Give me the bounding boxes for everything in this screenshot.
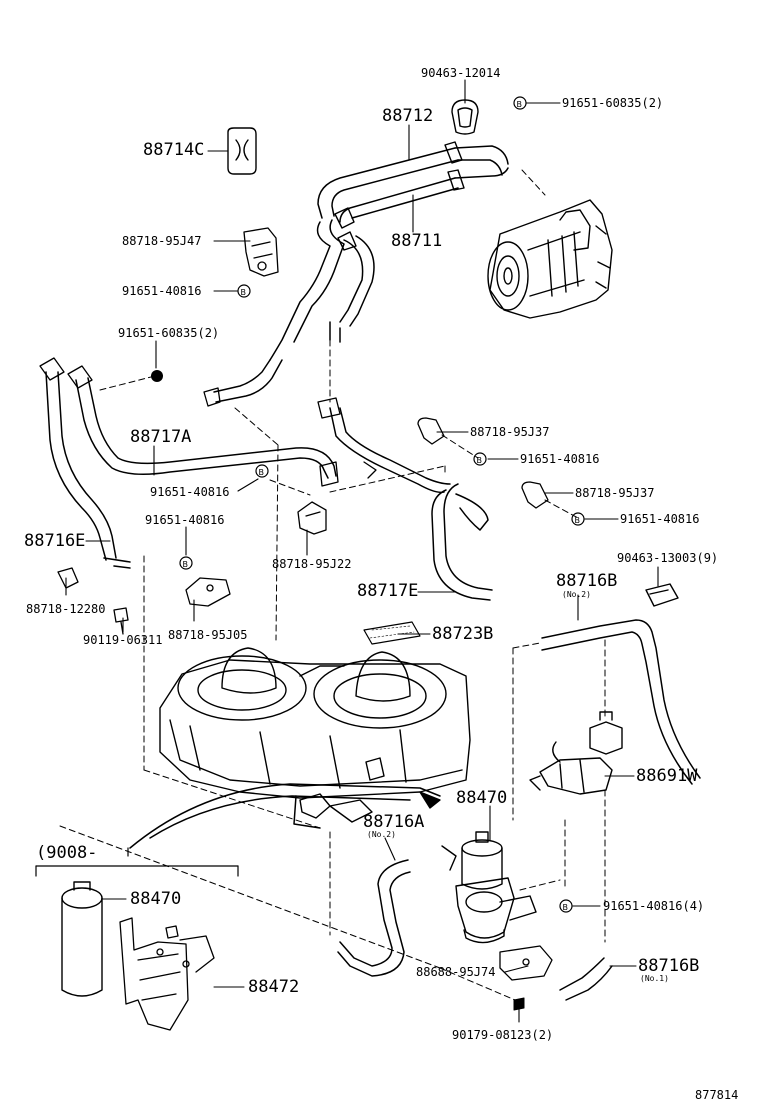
svg-text:B: B: [517, 100, 523, 109]
label-91651-40816-a: 91651-40816: [122, 284, 202, 298]
svg-text:B: B: [259, 468, 265, 477]
leader-lines: [65, 79, 659, 1023]
label-88714C: 88714C: [143, 140, 205, 160]
label-88718-95J05: 88718-95J05: [168, 628, 248, 642]
svg-text:B: B: [241, 288, 247, 297]
label-88716A-sub: (No.2): [367, 830, 396, 839]
label-91651-40816-d: 91651-40816: [620, 512, 700, 526]
label-88716B-top-sub: (No.2): [562, 590, 591, 599]
label-88718-95J37-b: 88718-95J37: [575, 486, 655, 500]
svg-text:B: B: [183, 560, 189, 569]
label-90463-12014: 90463-12014: [421, 66, 501, 80]
label-88711: 88711: [391, 231, 443, 251]
svg-text:B: B: [477, 456, 483, 465]
grommet-88714C: [227, 127, 257, 175]
label-9008: (9008-: [36, 843, 98, 863]
label-91651-40816-b: 91651-40816: [520, 452, 600, 466]
label-88718-95J22: 88718-95J22: [272, 557, 352, 571]
label-88688-95J74: 88688-95J74: [416, 965, 496, 979]
label-88718-95J37-a: 88718-95J37: [470, 425, 550, 439]
label-90179-08123-2: 90179-08123(2): [452, 1028, 554, 1042]
label-88691W: 88691W: [636, 766, 698, 786]
label-91651-40816-c: 91651-40816: [150, 485, 230, 499]
vsv-88470: [441, 831, 537, 944]
label-88723B: 88723B: [432, 624, 494, 644]
bracket-88688-95J74: [499, 945, 553, 981]
label-88716B-bot-sub: (No.1): [640, 974, 669, 983]
compressor-icon: [487, 199, 613, 319]
label-91651-40816-e: 91651-40816: [145, 513, 225, 527]
label-88718-95J47: 88718-95J47: [122, 234, 202, 248]
pad-88723B: [363, 621, 421, 645]
clamp-icon: [334, 99, 679, 607]
label-88712: 88712: [382, 106, 434, 126]
label-88470-center: 88470: [456, 788, 508, 808]
label-90463-13003-9: 90463-13003(9): [617, 551, 719, 565]
dashed-reference-lines: [59, 169, 606, 1001]
label-88716B-bot: 88716B: [638, 956, 700, 976]
label-88472: 88472: [248, 977, 300, 997]
inset-bracket: [35, 847, 239, 877]
label-88717E: 88717E: [357, 581, 419, 601]
label-91651-60835-2-top: 91651-60835(2): [562, 96, 664, 110]
label-88718-12280: 88718-12280: [26, 602, 106, 616]
label-88470-left: 88470: [130, 889, 182, 909]
bracket-88718-95J47: [243, 227, 279, 277]
tank-assembly: [159, 647, 471, 823]
label-88717A: 88717A: [130, 427, 192, 447]
B-circle-icon: B B B B B B B: [179, 96, 585, 913]
small-brackets: [39, 357, 549, 635]
label-88716E: 88716E: [24, 531, 86, 551]
nut-91651-60835: [151, 370, 163, 382]
label-88716A: 88716A: [363, 812, 425, 832]
bracket-88472: [119, 917, 215, 1031]
svg-text:B: B: [563, 903, 569, 912]
label-91651-60835-2-left: 91651-60835(2): [118, 326, 220, 340]
label-91651-40816-4: 91651-40816(4): [603, 899, 705, 913]
bolt-90179-08123: [513, 997, 525, 1011]
valve-88691W: [529, 711, 623, 795]
diagram-id: 877814: [695, 1088, 739, 1102]
label-88716B-top: 88716B: [556, 571, 618, 591]
label-90119-06311: 90119-06311: [83, 633, 163, 647]
svg-text:B: B: [575, 516, 581, 525]
receiver-dryer-icon: [61, 881, 103, 997]
